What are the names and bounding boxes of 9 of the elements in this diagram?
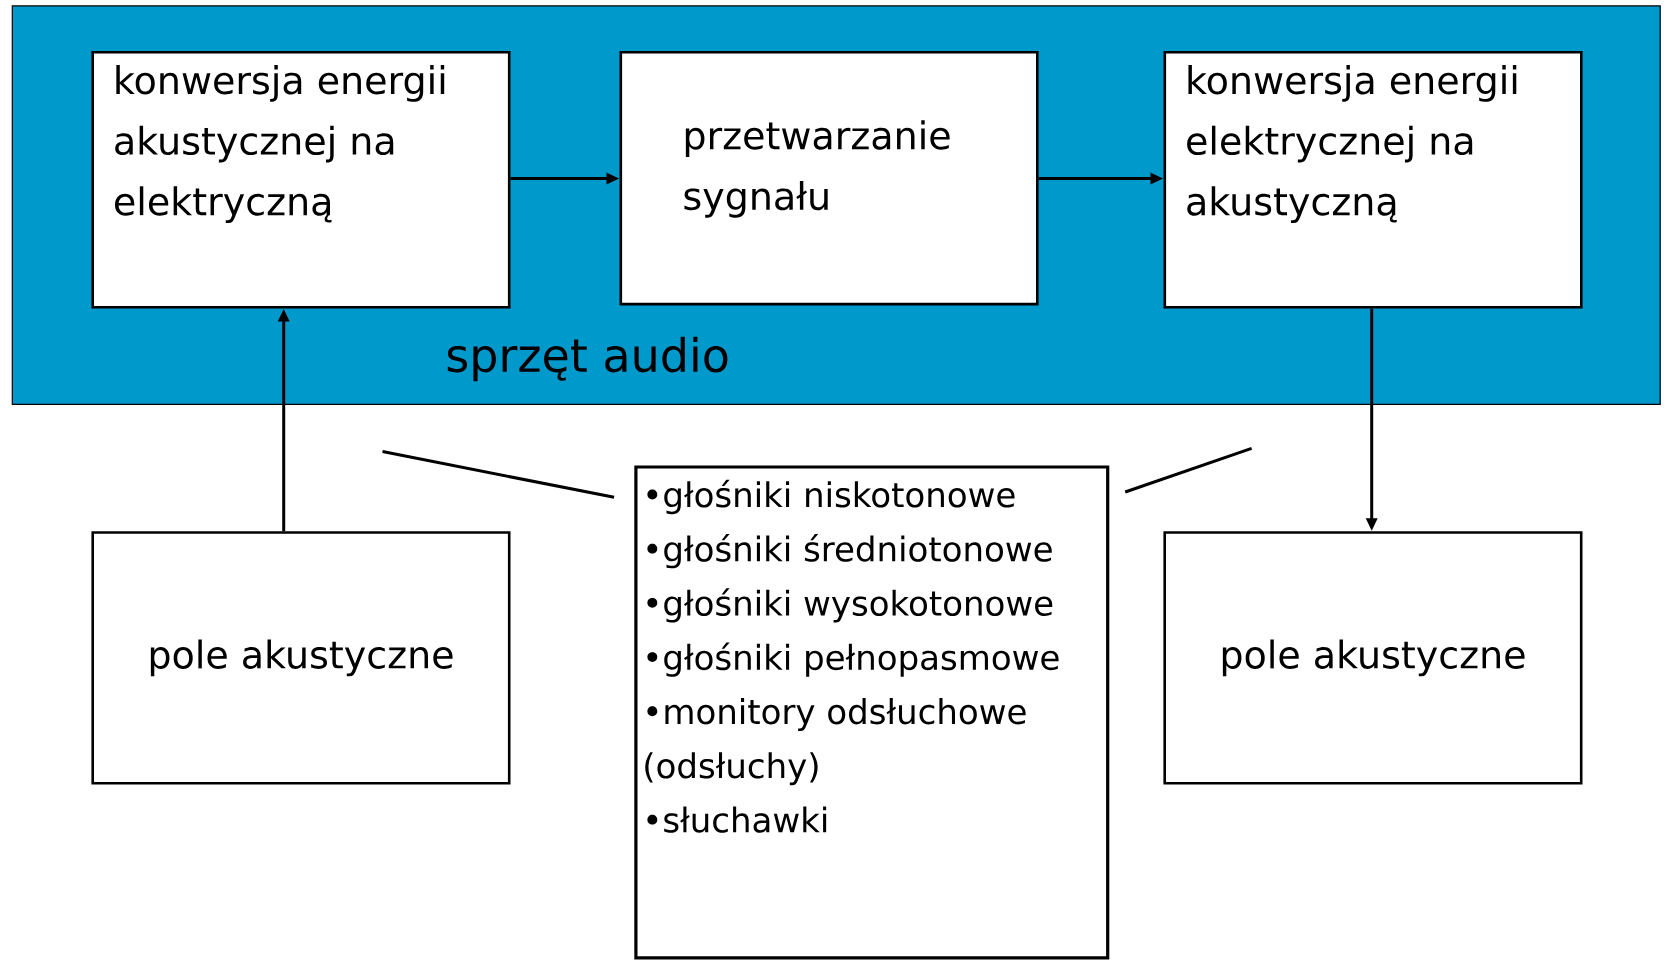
field-box: pole akustyczne [1163, 531, 1583, 785]
panel-label: sprzęt audio [447, 336, 728, 382]
process-box: konwersja energii akustycznej na elektryczną [91, 51, 511, 309]
list-box: •głośniki niskotonowe •głośniki średniotonowe •głośniki wysokotonowe •głośniki pełnopasmowe •monitory odsłuchowe (odsłuchy) •słuchawki [634, 465, 1110, 960]
field-box: pole akustyczne [91, 531, 511, 785]
process-box: konwersja energii elektrycznej na akustyczną [1163, 51, 1583, 309]
connector-line [1124, 446, 1253, 494]
process-box: przetwarzanie sygnału [619, 51, 1039, 306]
connector-line [382, 450, 615, 499]
